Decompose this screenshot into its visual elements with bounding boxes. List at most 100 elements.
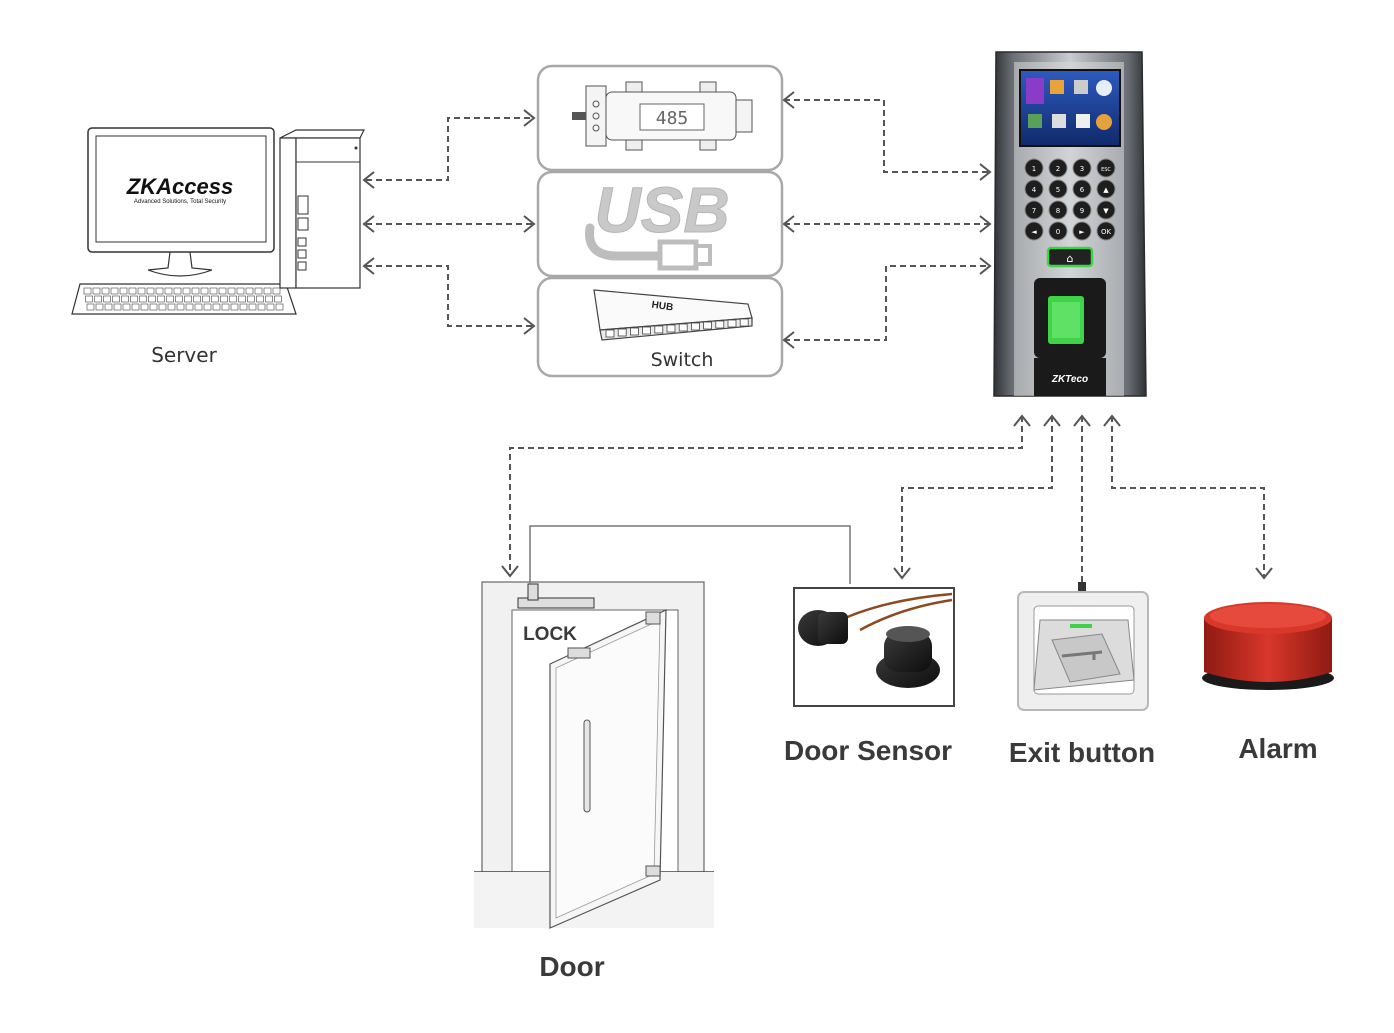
keyboard-key (104, 303, 113, 311)
keyboard-key (113, 303, 122, 311)
keyboard-key (203, 303, 212, 311)
keyboard-key (248, 303, 257, 311)
switch-label: Switch (651, 349, 714, 371)
terminal-bell-button (1046, 246, 1094, 268)
keyboard-key (212, 303, 221, 311)
arrow-head-485-out (782, 91, 795, 109)
hub-port (739, 318, 749, 327)
keypad-key: 5 (1048, 179, 1068, 199)
keypad-key-label: 5 (1056, 186, 1060, 194)
keypad-key-label: 9 (1080, 207, 1084, 215)
svg-text:⌂: ⌂ (1067, 252, 1074, 265)
keyboard-key (101, 287, 110, 295)
keypad-key-label: ► (1079, 228, 1085, 236)
keyboard-key (209, 287, 218, 295)
hub-label: HUB (651, 300, 674, 314)
keypad-key-label: 8 (1056, 207, 1060, 215)
keyboard-key (139, 295, 147, 303)
hub-port (642, 326, 651, 335)
usb-logo-text: USB (594, 174, 729, 246)
keyboard-key (86, 303, 95, 311)
keyboard-key (85, 295, 93, 303)
keypad-key: ◄ (1024, 221, 1044, 241)
switch-panel: HUB Switch (536, 276, 784, 378)
keyboard-key (122, 303, 131, 311)
arrow-head-terminal-sensor (1043, 414, 1061, 427)
keyboard-key (230, 303, 239, 311)
arrow-head-usb-out (782, 215, 795, 233)
server-logo-tagline: Advanced Solutions, Total Security (134, 199, 226, 205)
keyboard-key (119, 287, 128, 295)
hub-port (691, 322, 700, 331)
keypad-key-label: 0 (1056, 228, 1060, 236)
keypad-key: 9 (1072, 200, 1092, 220)
keyboard-key (173, 287, 182, 295)
hub-port (630, 327, 639, 336)
hub-port (654, 325, 664, 334)
server-computer: ZKAccess Advanced Solutions, Total Secur… (71, 127, 365, 367)
arrow-head-alarm (1255, 567, 1273, 580)
keypad-key: 0 (1048, 221, 1068, 241)
keyboard-key (266, 303, 275, 311)
keyboard-key (137, 287, 146, 295)
arrow-heads (362, 91, 1273, 580)
keypad-key-label: 4 (1032, 186, 1037, 194)
keyboard-key (220, 295, 228, 303)
rs485-converter-panel: 485 (536, 64, 784, 172)
arrow-head-switch-out (782, 331, 795, 349)
keyboard-key (110, 287, 119, 295)
keyboard-key (182, 287, 191, 295)
keyboard-key (247, 295, 255, 303)
keypad-key: ▲ (1096, 179, 1116, 199)
arrow-head-switch-in (523, 317, 536, 335)
door-sensor-label: Door Sensor (784, 735, 952, 766)
keyboard-key (131, 303, 140, 311)
arrow-head-terminal-exit (1073, 414, 1091, 427)
arrow-head-terminal-alarm (1103, 414, 1121, 427)
keyboard-key (254, 287, 263, 295)
keyboard-key (130, 295, 138, 303)
keyboard-key (95, 303, 104, 311)
keyboard-key (211, 295, 219, 303)
keyboard-key (218, 287, 227, 295)
keypad-key: 7 (1024, 200, 1044, 220)
keypad-key: 6 (1072, 179, 1092, 199)
keyboard-key (167, 303, 176, 311)
lock-label: LOCK (523, 624, 577, 645)
hub-switch-drawing: HUB (593, 289, 753, 341)
keyboard-key (238, 295, 246, 303)
door-sensor (793, 587, 955, 707)
hub-port (605, 329, 615, 338)
keyboard-key (221, 303, 230, 311)
arrow-head-terminal-485 (979, 163, 992, 181)
terminal-brand: ZKTeco (1051, 374, 1088, 385)
keypad-key-label: 6 (1080, 186, 1085, 194)
keypad-key: ► (1072, 221, 1092, 241)
electric-lock (517, 597, 595, 609)
rs485-label: 485 (656, 108, 689, 129)
keyboard-key (164, 287, 173, 295)
keypad-key: 2 (1048, 158, 1068, 178)
keyboard-key (272, 287, 281, 295)
door-drawing: LOCK (474, 581, 714, 929)
arrow-head-terminal-lock (1013, 414, 1031, 427)
connection-lines (366, 99, 1265, 584)
keyboard-key (175, 295, 183, 303)
exit-button (1017, 582, 1149, 711)
monitor-screen (95, 135, 267, 243)
server-label: Server (151, 343, 217, 367)
keypad-key-label: OK (1101, 228, 1112, 236)
hub-port (727, 319, 737, 328)
usb-plug-icon (657, 239, 699, 271)
keypad-key-label: ▲ (1103, 186, 1109, 194)
keyboard-key (166, 295, 174, 303)
arrow-head-server-485 (362, 171, 375, 189)
keypad-key: 3 (1072, 158, 1092, 178)
server-logo-text: ZKAccess (126, 174, 233, 199)
keyboard-key (148, 295, 156, 303)
arrow-head-terminal-usb (979, 215, 992, 233)
keyboard-key (263, 287, 272, 295)
keyboard-key (157, 295, 165, 303)
